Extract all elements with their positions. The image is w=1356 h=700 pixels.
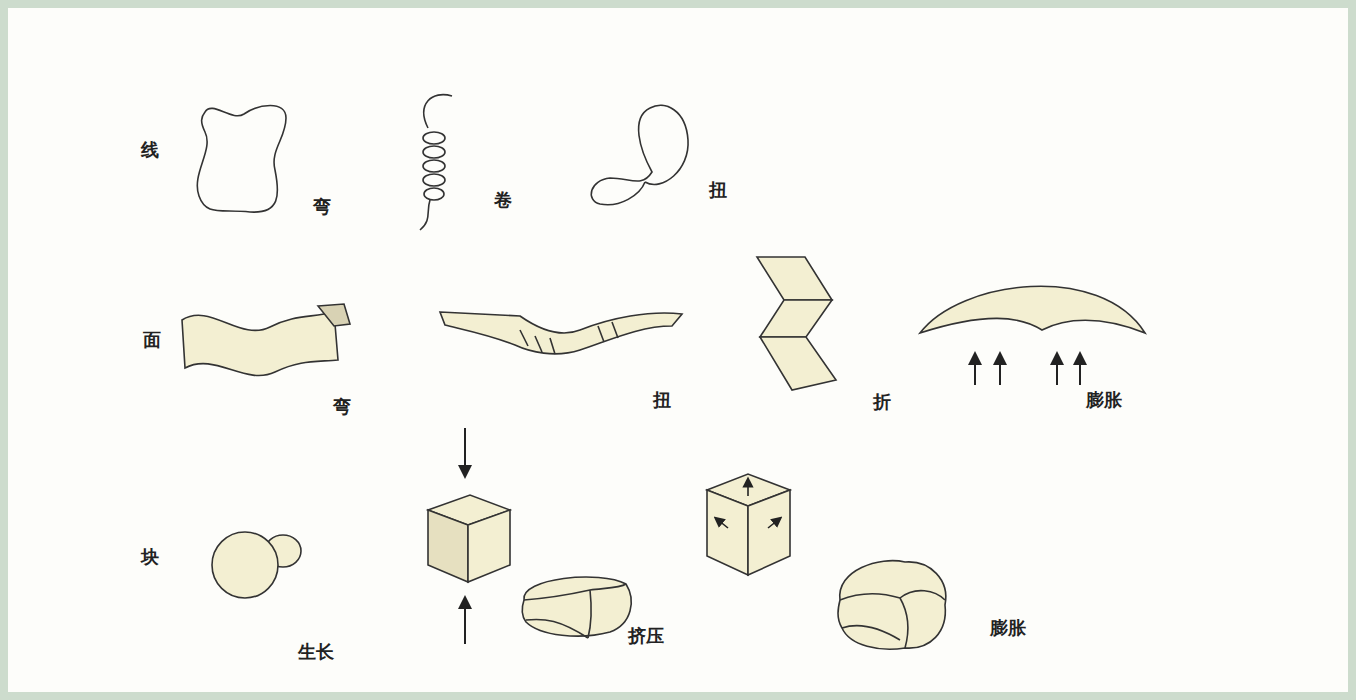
- deformation-label: 面: [143, 329, 161, 351]
- deformation-label: 扭: [709, 179, 727, 201]
- deformation-label: 扭: [653, 389, 671, 411]
- deformation-label: 膨胀: [1086, 389, 1122, 411]
- deformation-label: 线: [141, 139, 159, 161]
- deformation-label: 弯: [333, 396, 351, 418]
- deformation-label: 生长: [298, 641, 334, 663]
- deformation-label: 块: [141, 546, 159, 568]
- deformation-label: 卷: [494, 189, 512, 211]
- deformation-label: 折: [873, 391, 891, 413]
- deformation-label: 膨胀: [990, 617, 1026, 639]
- deformation-label: 挤压: [628, 625, 664, 647]
- deformation-label: 弯: [313, 196, 331, 218]
